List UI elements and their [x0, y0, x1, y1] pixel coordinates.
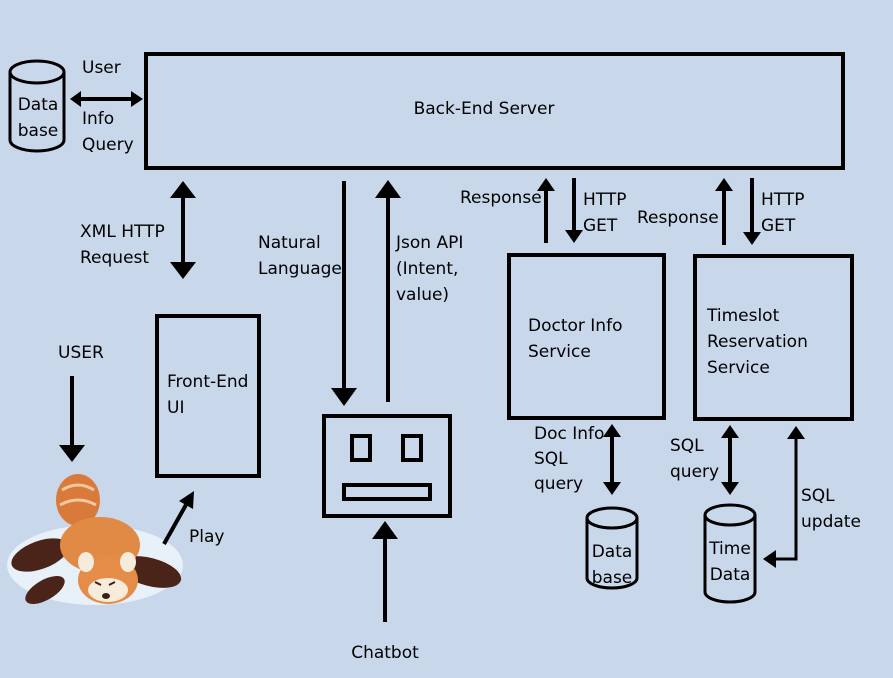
doc-http-get-label-2: GET	[583, 216, 618, 236]
backend-server-box	[144, 52, 845, 170]
frontend-ui-label-2: UI	[167, 398, 184, 418]
timeslot-service-label-3: Service	[707, 358, 770, 378]
time-http-get-label-2: GET	[761, 216, 796, 236]
left-database-icon	[8, 59, 66, 153]
xml-http-request-arrow	[170, 181, 196, 279]
time-data-label-2: Data	[710, 565, 751, 585]
backend-server-label: Back-End Server	[414, 99, 555, 119]
natural-language-label-2: Language	[258, 259, 342, 279]
json-api-arrow	[375, 180, 401, 402]
time-response-label: Response	[637, 208, 719, 228]
timeslot-service-label-2: Reservation	[707, 332, 808, 352]
user-label: USER	[58, 343, 104, 363]
json-api-label-1: Json API	[395, 233, 463, 253]
sql-update-label-1: SQL	[801, 486, 835, 506]
doc-info-sql-label-2: SQL	[534, 449, 568, 469]
frontend-ui-box	[155, 314, 261, 478]
chatbot-robot-icon	[322, 414, 452, 518]
time-response-arrow	[715, 178, 733, 245]
time-http-get-arrow	[743, 178, 761, 245]
doctor-database-label-2: base	[592, 568, 633, 588]
sql-query-label-1: SQL	[670, 436, 704, 456]
xml-http-request-label-1: XML HTTP	[80, 222, 165, 242]
time-http-get-label-1: HTTP	[761, 190, 805, 210]
chatbot-label: Chatbot	[351, 643, 419, 663]
time-data-database-icon	[703, 503, 757, 604]
timeslot-service-box	[693, 254, 854, 421]
time-data-label-1: Time	[708, 539, 751, 559]
natural-language-arrow	[331, 181, 357, 406]
user-info-query-label-1: User	[82, 58, 121, 78]
doctor-database-icon	[585, 506, 639, 590]
play-label: Play	[189, 527, 224, 547]
red-panda-icon	[7, 474, 183, 605]
sql-update-label-2: update	[801, 512, 861, 532]
left-database-label-1: Data	[18, 95, 59, 115]
doc-info-sql-arrow	[603, 424, 621, 495]
sql-query-arrow	[721, 425, 739, 495]
doc-response-arrow	[537, 178, 555, 243]
natural-language-label-1: Natural	[258, 233, 321, 253]
doctor-database-label-1: Data	[592, 542, 633, 562]
user-info-query-label-2: Info	[82, 109, 114, 129]
json-api-label-2: (Intent,	[396, 259, 458, 279]
user-info-query-arrow	[70, 91, 143, 107]
doc-info-sql-label-1: Doc Info	[534, 424, 604, 444]
json-api-label-3: value)	[396, 285, 449, 305]
chatbot-arrow	[372, 521, 398, 622]
sql-update-arrow	[763, 426, 805, 568]
timeslot-service-label-1: Timeslot	[706, 306, 780, 326]
xml-http-request-label-2: Request	[80, 248, 149, 268]
doc-http-get-arrow	[565, 178, 583, 243]
user-info-query-label-3: Query	[82, 135, 134, 155]
user-arrow	[59, 376, 85, 462]
frontend-ui-label-1: Front-End	[167, 372, 248, 392]
sql-query-label-2: query	[670, 462, 719, 482]
doctor-info-service-label-2: Service	[528, 342, 591, 362]
doc-info-sql-label-3: query	[534, 474, 583, 494]
left-database-label-2: base	[18, 121, 59, 141]
doc-response-label: Response	[460, 188, 542, 208]
doctor-info-service-box	[507, 253, 666, 420]
doc-http-get-label-1: HTTP	[583, 190, 627, 210]
play-arrow	[162, 491, 194, 545]
doctor-info-service-label-1: Doctor Info	[528, 316, 622, 336]
